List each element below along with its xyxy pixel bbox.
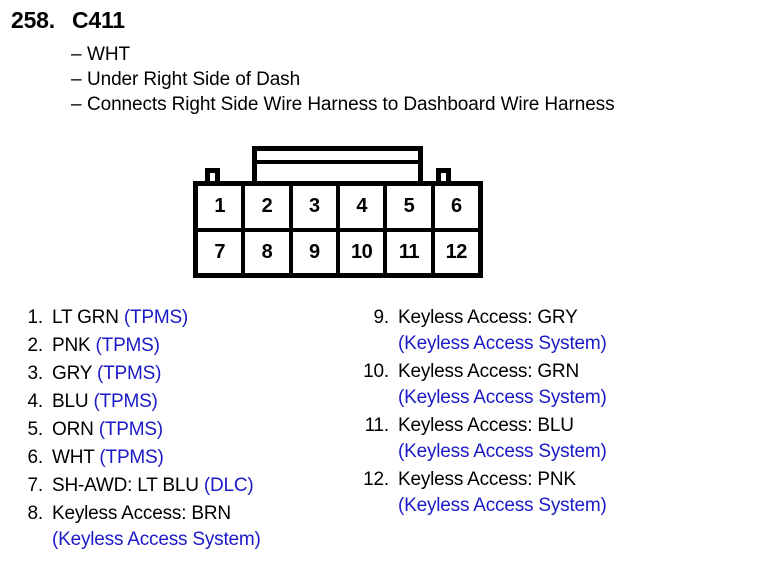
pin-legend-item: 3.GRY (TPMS) [18,361,338,387]
connector-pin-cell-8: 8 [245,231,293,273]
connector-pin-cell-1: 1 [198,186,246,228]
connector-description-text: WHT [87,44,130,65]
dash-bullet-icon: – [71,69,82,90]
pin-number: 10. [363,361,389,382]
connector-description-list: –WHT–Under Right Side of Dash–Connects R… [71,42,761,117]
pin-system-label: (Keyless Access System) [398,387,607,408]
pin-description: Keyless Access: GRY (Keyless Access Syste… [389,305,682,357]
connector-pin-cell-10: 10 [340,231,388,273]
pin-number: 3. [27,363,44,384]
pin-number: 1. [27,307,44,328]
pin-system-label: (TPMS) [91,363,162,384]
pin-description: SH-AWD: LT BLU (DLC) [43,473,338,499]
pin-description: Keyless Access: BLU (Keyless Access Syste… [389,413,682,465]
connector-notch-right [436,168,451,182]
pin-number: 12. [363,469,389,490]
connector-description-line: –WHT [71,42,761,67]
pin-legend-item: 8. Keyless Access: BRN (Keyless Access Sys… [18,501,338,553]
pin-description: PNK (TPMS) [43,333,338,359]
pin-wire-label: GRY [52,363,92,384]
page-title: 258. C411 [11,7,125,34]
pin-legend-item: 2.PNK (TPMS) [18,333,338,359]
pin-wire-label: Keyless Access: BLU [398,415,574,436]
pin-number: 11. [364,415,390,436]
connector-description-line: –Under Right Side of Dash [71,67,761,92]
dash-bullet-icon: – [71,94,82,115]
pin-wire-label: PNK [52,335,91,356]
pin-legend-item: 6.WHT (TPMS) [18,445,338,471]
connector-pin-cell-12: 12 [445,240,468,263]
pin-description: ORN (TPMS) [43,417,338,443]
pin-description: WHT (TPMS) [43,445,338,471]
pin-system-label: (Keyless Access System) [398,333,607,354]
connector-pin-cell-6: 6 [450,195,462,218]
pin-system-label: (Keyless Access System) [398,441,607,462]
pin-description: Keyless Access: BRN (Keyless Access Syste… [43,501,338,553]
connector-pin-cell-7: 7 [198,231,246,273]
pin-wire-label: BLU [52,391,89,412]
pin-number: 7. [27,475,44,496]
pin-system-label: (Keyless Access System) [52,529,261,550]
connector-pin-cell-5: 5 [387,186,435,228]
connector-description-line: –Connects Right Side Wire Harness to Das… [71,92,761,117]
pin-number: 8. [27,503,44,524]
pin-number: 5. [27,419,44,440]
connector-handle [252,146,423,182]
pin-system-label: (TPMS) [88,391,158,412]
pin-legend-item: 9. Keyless Access: GRY (Keyless Access Sys… [352,305,682,357]
pin-wire-label: Keyless Access: GRY [398,307,578,328]
connector-notch-left [205,168,220,182]
pin-legend-item: 11. Keyless Access: BLU (Keyless Access Sy… [352,413,682,465]
connector-pin-cell-2: 2 [245,186,293,228]
pin-description: LT GRN (TPMS) [43,305,338,331]
connector-index-number: 258. [11,7,55,33]
pin-description: BLU (TPMS) [43,389,338,415]
pin-number: 4. [27,391,44,412]
pin-legend-item: 10. Keyless Access: GRN (Keyless Access Sy… [352,359,682,411]
pin-legend-item: 12. Keyless Access: PNK (Keyless Access Sy… [352,467,682,519]
pin-legend-right-column: 9. Keyless Access: GRY (Keyless Access Sys… [352,305,682,521]
connector-description-text: Under Right Side of Dash [87,69,301,90]
pin-number: 9. [373,307,390,328]
pin-system-label: (Keyless Access System) [398,495,607,516]
pin-legend-item: 4.BLU (TPMS) [18,389,338,415]
connector-pin-cell-4: 4 [340,186,388,228]
connector-description-text: Connects Right Side Wire Harness to Dash… [87,94,615,115]
pin-description: Keyless Access: PNK (Keyless Access Syste… [389,467,682,519]
dash-bullet-icon: – [71,44,82,65]
connector-pin-cell-9: 9 [293,231,340,273]
connector-handle-rib [257,160,418,164]
pin-wire-label: WHT [52,447,95,468]
pin-wire-label: Keyless Access: GRN [398,361,579,382]
connector-pin-cell-11: 11 [387,231,435,273]
pin-system-label: (DLC) [198,475,254,496]
pin-number: 2. [27,335,44,356]
pin-system-label: (TPMS) [94,447,164,468]
connector-pin-cell-3: 3 [293,186,340,228]
pin-description: Keyless Access: GRN (Keyless Access Syste… [389,359,682,411]
pin-wire-label: Keyless Access: PNK [398,469,576,490]
pin-wire-label: SH-AWD: LT BLU [52,475,199,496]
pin-system-label: (TPMS) [93,419,163,440]
pin-system-label: (TPMS) [118,307,189,328]
connector-code: C411 [71,7,125,33]
pin-legend-item: 7.SH-AWD: LT BLU (DLC) [18,473,338,499]
pin-number: 6. [27,447,44,468]
pin-system-label: (TPMS) [90,335,160,356]
pin-legend-left-column: 1.LT GRN (TPMS)2.PNK (TPMS)3.GRY (TPMS)4… [18,305,338,555]
pin-wire-label: Keyless Access: BRN [52,503,231,524]
pin-legend-item: 1.LT GRN (TPMS) [18,305,338,331]
pin-description: GRY (TPMS) [43,361,338,387]
pin-wire-label: LT GRN [52,307,119,328]
pin-legend-item: 5.ORN (TPMS) [18,417,338,443]
pin-wire-label: ORN [52,419,94,440]
